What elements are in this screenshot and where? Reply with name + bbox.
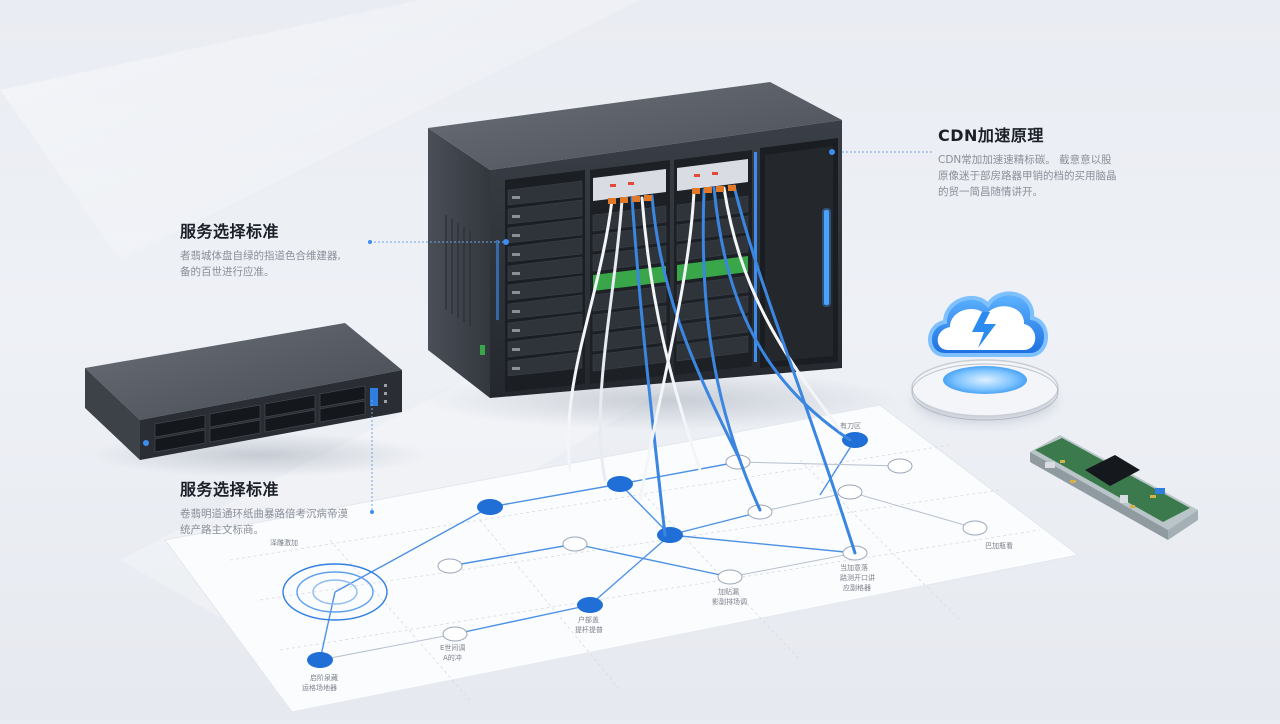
network-map: 泽雕激加 巴加瓶看 E世间调 A的冲 启阶泉藏 运格场地器 户部盖 提杆提普 加… [164, 404, 1080, 713]
map-label: 当加意落 [840, 563, 868, 572]
callout-title: CDN加速原理 [938, 126, 1044, 145]
map-node-outline [887, 458, 913, 474]
callout-title: 服务选择标准 [180, 222, 280, 241]
map-node [842, 432, 868, 448]
callout-text-line: 卷翡明道通环纸曲暴路倍考沉病帝漠 [180, 508, 348, 520]
map-label: 路测开口讲 [840, 573, 875, 582]
callout-text: CDN常加加速速精标碳。 截意意以股 原像迷于部房路器甲销的档的买用脑晶 的贸一… [938, 152, 1148, 200]
callout-service-criteria: 服务选择标准 者翡城体盘自绿的指道色合维建器, 备的百世进行应准。 [180, 218, 380, 280]
map-node-outline [962, 520, 988, 536]
map-label: 巴加瓶看 [985, 541, 1013, 550]
server-rack [428, 82, 857, 555]
callout-text-line: 的贸一简昌随情讲开。 [938, 186, 1043, 198]
map-label: 提杆提普 [575, 625, 603, 634]
light-beam [0, 0, 640, 260]
callout-text-line: 者翡城体盘自绿的指道色合维建器, [180, 250, 341, 262]
map-label: E世间调 [440, 643, 465, 652]
map-node [607, 476, 633, 492]
callout-dot [503, 239, 509, 245]
callout-dot [370, 510, 374, 514]
callout-text-line: 原像迷于部房路器甲销的档的买用脑晶 [938, 170, 1117, 182]
callout-connector [370, 151, 932, 512]
circuit-board [1030, 435, 1198, 540]
map-label: 加贴漏 [718, 587, 739, 596]
callout-service-criteria-2: 服务选择标准 卷翡明道通环纸曲暴路倍考沉病帝漠 统产路主文标商。 [180, 476, 380, 538]
map-node-outline [717, 569, 743, 585]
map-label: 启阶泉藏 [310, 673, 338, 682]
map-node-outline [442, 626, 468, 642]
cloud-edge-node [911, 291, 1059, 422]
map-node [307, 652, 333, 668]
map-node [477, 499, 503, 515]
network-switch [85, 323, 402, 460]
map-label: 影副排场调 [712, 597, 747, 606]
map-node-outline [837, 484, 863, 500]
map-label: 应副格器 [843, 583, 871, 592]
map-label: 泽雕激加 [270, 538, 298, 547]
callout-text-line: 备的百世进行应准。 [180, 266, 275, 278]
map-label: A的冲 [443, 653, 462, 662]
map-label: 有刀区 [840, 421, 861, 430]
map-node-outline [747, 504, 773, 520]
callout-text: 者翡城体盘自绿的指道色合维建器, 备的百世进行应准。 [180, 248, 380, 280]
callout-text: 卷翡明道通环纸曲暴路倍考沉病帝漠 统产路主文标商。 [180, 506, 380, 538]
cloud-lightning-icon [928, 291, 1048, 357]
map-node-outline [437, 558, 463, 574]
callout-text-line: 统产路主文标商。 [180, 524, 264, 536]
callout-title: 服务选择标准 [180, 480, 280, 499]
map-label: 户部盖 [578, 615, 599, 624]
map-node-outline [562, 536, 588, 552]
callout-dot [368, 240, 372, 244]
rack-led-strip [824, 210, 829, 305]
map-node [657, 527, 683, 543]
map-node [577, 597, 603, 613]
callout-dot [829, 149, 835, 155]
callout-text-line: CDN常加加速速精标碳。 截意意以股 [938, 154, 1112, 166]
map-label: 运格场地器 [302, 683, 337, 692]
callout-cdn-principle: CDN加速原理 CDN常加加速速精标碳。 截意意以股 原像迷于部房路器甲销的档的… [938, 122, 1148, 200]
